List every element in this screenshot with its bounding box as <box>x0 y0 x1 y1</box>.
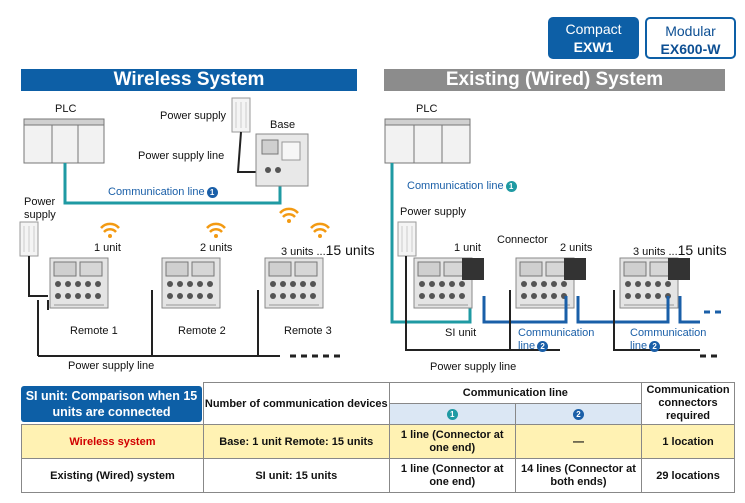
wired-comm-line2-b-text2: line <box>630 340 648 352</box>
table-legend: SI unit: Comparison when 15 units are co… <box>21 386 202 422</box>
row-wired-system: Existing (Wired) system <box>21 458 204 493</box>
col-comm-line-2-number: 2 <box>572 408 584 420</box>
col-comm-line-header: Communication line <box>388 382 643 404</box>
table-row: Wireless system Base: 1 unit Remote: 15 … <box>21 424 735 459</box>
modular-badge-line2: EX600-W <box>660 41 721 57</box>
col-comm-line-1-number: 1 <box>446 408 458 420</box>
comparison-table: Number of communication devices Communic… <box>21 382 735 493</box>
wired-unit1-label: 1 unit <box>454 242 481 254</box>
wireless-unit3-text: 3 units ... <box>281 246 326 258</box>
row-wireless-devices: Base: 1 unit Remote: 15 units <box>202 424 390 459</box>
wireless-power-supply-left-label: Power supply <box>24 196 56 221</box>
connector-label: Connector <box>497 234 548 246</box>
wired-unit3-text: 3 units ... <box>633 246 678 258</box>
remote3-label: Remote 3 <box>284 325 332 337</box>
col-connectors-header: Communication connectors required <box>641 382 735 425</box>
col-comm-line-1-header: 1 <box>388 403 516 425</box>
row-wired-line1: 1 line (Connector at one end) <box>388 458 516 493</box>
wired-comm-line2-a-text2: line <box>518 340 536 352</box>
wireless-unit2-label: 2 units <box>200 242 233 254</box>
wired-system-title: Existing (Wired) System <box>384 69 725 91</box>
remote1-label: Remote 1 <box>70 325 118 337</box>
wireless-plc-label: PLC <box>55 103 77 115</box>
col-comm-line-2-header: 2 <box>514 403 643 425</box>
wired-comm-line2-a-number: 2 <box>537 340 549 352</box>
wired-unit-total: 15 units <box>677 242 727 258</box>
system-diagram <box>19 97 722 358</box>
wired-power-supply-line-label: Power supply line <box>430 361 517 373</box>
modular-badge: Modular EX600-W <box>645 17 736 59</box>
compact-badge-line1: Compact <box>565 21 622 37</box>
row-wireless-line1: 1 line (Connector at one end) <box>388 424 516 459</box>
wired-comm-line2-b-number: 2 <box>649 340 661 352</box>
si-unit-label: SI unit <box>445 327 477 339</box>
wired-unit3-label: 3 units ...15 units <box>633 242 727 258</box>
wireless-system-title: Wireless System <box>21 69 357 91</box>
base-label: Base <box>270 119 296 131</box>
wireless-communication-line-number: 1 <box>206 186 218 198</box>
wired-communication-line-number: 1 <box>505 180 517 192</box>
wireless-unit3-label: 3 units ...15 units <box>281 242 375 258</box>
compact-badge-line2: EXW1 <box>573 39 614 55</box>
col-devices-header: Number of communication devices <box>202 382 390 425</box>
wired-unit2-label: 2 units <box>560 242 593 254</box>
row-wired-connectors: 29 locations <box>641 458 735 493</box>
row-wired-line2: 14 lines (Connector at both ends) <box>514 458 643 493</box>
wired-power-supply-label: Power supply <box>400 206 467 218</box>
modular-badge-line1: Modular <box>665 23 716 39</box>
wireless-power-supply-top-label: Power supply <box>160 110 227 122</box>
compact-badge: Compact EXW1 <box>548 17 639 59</box>
wired-comm-line2-b-text1: Communication <box>630 327 707 339</box>
wireless-power-supply-line-top-label: Power supply line <box>138 150 225 162</box>
wireless-unit1-label: 1 unit <box>94 242 121 254</box>
row-wireless-connectors: 1 location <box>641 424 735 459</box>
wireless-communication-line-text: Communication line <box>108 186 205 198</box>
wireless-unit-total: 15 units <box>325 242 375 258</box>
wired-communication-line-text: Communication line <box>407 180 504 192</box>
table-row: Existing (Wired) system SI unit: 15 unit… <box>21 458 735 493</box>
row-wireless-line2: — <box>514 424 643 459</box>
wireless-power-supply-line-bottom-label: Power supply line <box>68 360 155 372</box>
row-wireless-system: Wireless system <box>21 424 204 459</box>
remote2-label: Remote 2 <box>178 325 226 337</box>
wired-plc-label: PLC <box>416 103 438 115</box>
row-wired-devices: SI unit: 15 units <box>202 458 390 493</box>
wired-comm-line2-a-text1: Communication <box>518 327 595 339</box>
